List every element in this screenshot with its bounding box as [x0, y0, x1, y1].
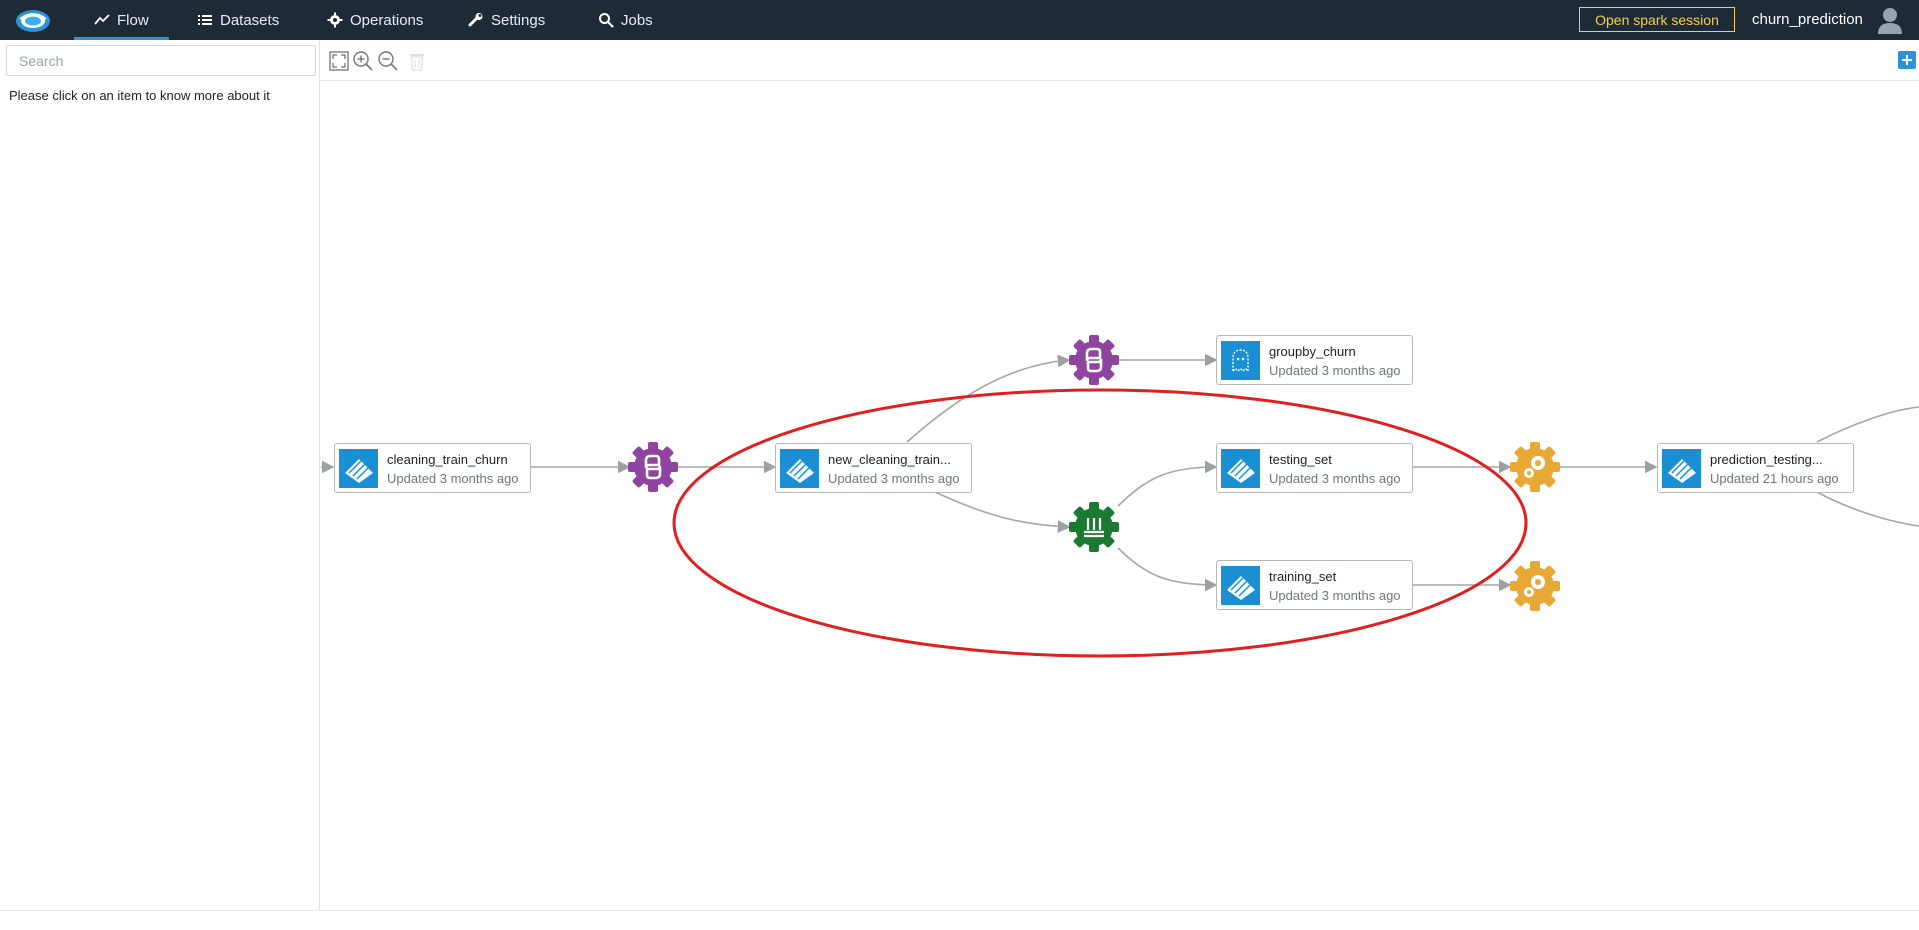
python-gear-icon — [628, 442, 678, 492]
tab-datasets[interactable]: Datasets — [197, 0, 279, 40]
tab-operations[interactable]: Operations — [327, 0, 423, 40]
dataset-node-new-cleaning-train[interactable]: new_cleaning_train... Updated 3 months a… — [775, 443, 972, 493]
project-name[interactable]: churn_prediction — [1752, 11, 1863, 28]
table-icon — [1221, 566, 1260, 605]
dataset-updated: Updated 3 months ago — [1269, 363, 1401, 378]
dataset-updated: Updated 3 months ago — [828, 471, 960, 486]
table-icon — [780, 449, 819, 488]
flow-toolbar — [320, 40, 1919, 81]
zoom-in-icon[interactable] — [351, 49, 375, 73]
edge-newcleaning-to-python2 — [906, 354, 1071, 443]
zoom-out-icon[interactable] — [376, 49, 400, 73]
flow-edges — [321, 353, 1919, 658]
ghost-icon — [1221, 341, 1260, 380]
list-icon — [198, 15, 212, 25]
dataset-name: training_set — [1269, 569, 1337, 584]
dataset-name: cleaning_train_churn — [387, 452, 508, 467]
table-icon — [339, 449, 378, 488]
fit-to-screen-icon[interactable] — [327, 49, 351, 73]
dataset-name: new_cleaning_train... — [828, 452, 951, 467]
delete-trash-icon[interactable] — [405, 49, 429, 73]
dataset-updated: Updated 21 hours ago — [1710, 471, 1839, 486]
dataset-node-training-set[interactable]: training_set Updated 3 months ago — [1216, 560, 1413, 610]
dataset-node-groupby-churn[interactable]: groupby_churn Updated 3 months ago — [1216, 335, 1413, 385]
dataset-name: prediction_testing... — [1710, 452, 1823, 467]
split-gear-icon — [1069, 502, 1119, 552]
model-recipe-node-2[interactable] — [1509, 560, 1561, 612]
bottom-strip — [0, 910, 1919, 930]
dataset-name: groupby_churn — [1269, 344, 1356, 359]
python-gear-icon — [1069, 335, 1119, 385]
dataset-updated: Updated 3 months ago — [387, 471, 519, 486]
edge-newcleaning-to-split — [934, 491, 1071, 533]
dataset-updated: Updated 3 months ago — [1269, 588, 1401, 603]
details-side-panel: Please click on an item to know more abo… — [0, 40, 320, 910]
dataset-name: testing_set — [1269, 452, 1332, 467]
edge-split-to-training — [1117, 547, 1218, 592]
python-recipe-node-2[interactable] — [1068, 334, 1120, 386]
dataset-updated: Updated 3 months ago — [1269, 471, 1401, 486]
details-hint-text: Please click on an item to know more abo… — [9, 88, 270, 103]
flow-canvas[interactable]: cleaning_train_churn Updated 3 months ag… — [321, 81, 1919, 910]
flow-trend-icon — [94, 14, 110, 25]
open-spark-session-button[interactable]: Open spark session — [1579, 7, 1735, 32]
search-gear-icon — [599, 13, 614, 28]
edge-split-to-testing — [1117, 460, 1218, 507]
tab-flow[interactable]: Flow — [74, 0, 169, 40]
table-icon — [1662, 449, 1701, 488]
edge-prediction-out-2 — [1816, 491, 1919, 527]
tab-settings[interactable]: Settings — [468, 0, 545, 40]
gear-icon — [327, 12, 343, 28]
dataset-node-testing-set[interactable]: testing_set Updated 3 months ago — [1216, 443, 1413, 493]
tab-settings-label: Settings — [491, 11, 546, 29]
tab-operations-label: Operations — [350, 11, 424, 29]
top-navigation-bar: Flow Datasets Operations Settings — [0, 0, 1919, 40]
add-item-plus-icon[interactable] — [1898, 51, 1916, 69]
dataset-node-prediction-testing[interactable]: prediction_testing... Updated 21 hours a… — [1657, 443, 1854, 493]
split-recipe-node[interactable] — [1068, 501, 1120, 553]
model-gear-icon — [1510, 561, 1560, 611]
search-input[interactable] — [6, 45, 316, 76]
wrench-icon — [468, 13, 483, 27]
user-avatar-icon[interactable] — [1876, 6, 1904, 34]
model-gear-icon — [1510, 442, 1560, 492]
model-recipe-node-1[interactable] — [1509, 441, 1561, 493]
tab-datasets-label: Datasets — [220, 11, 280, 29]
dataset-node-cleaning-train-churn[interactable]: cleaning_train_churn Updated 3 months ag… — [334, 443, 531, 493]
tab-jobs-label: Jobs — [621, 11, 653, 29]
python-recipe-node-1[interactable] — [627, 441, 679, 493]
table-icon — [1221, 449, 1260, 488]
edge-prediction-out-1 — [1816, 406, 1919, 443]
tab-jobs[interactable]: Jobs — [598, 0, 653, 40]
tab-flow-label: Flow — [117, 11, 149, 29]
app-logo-icon[interactable] — [14, 4, 52, 36]
